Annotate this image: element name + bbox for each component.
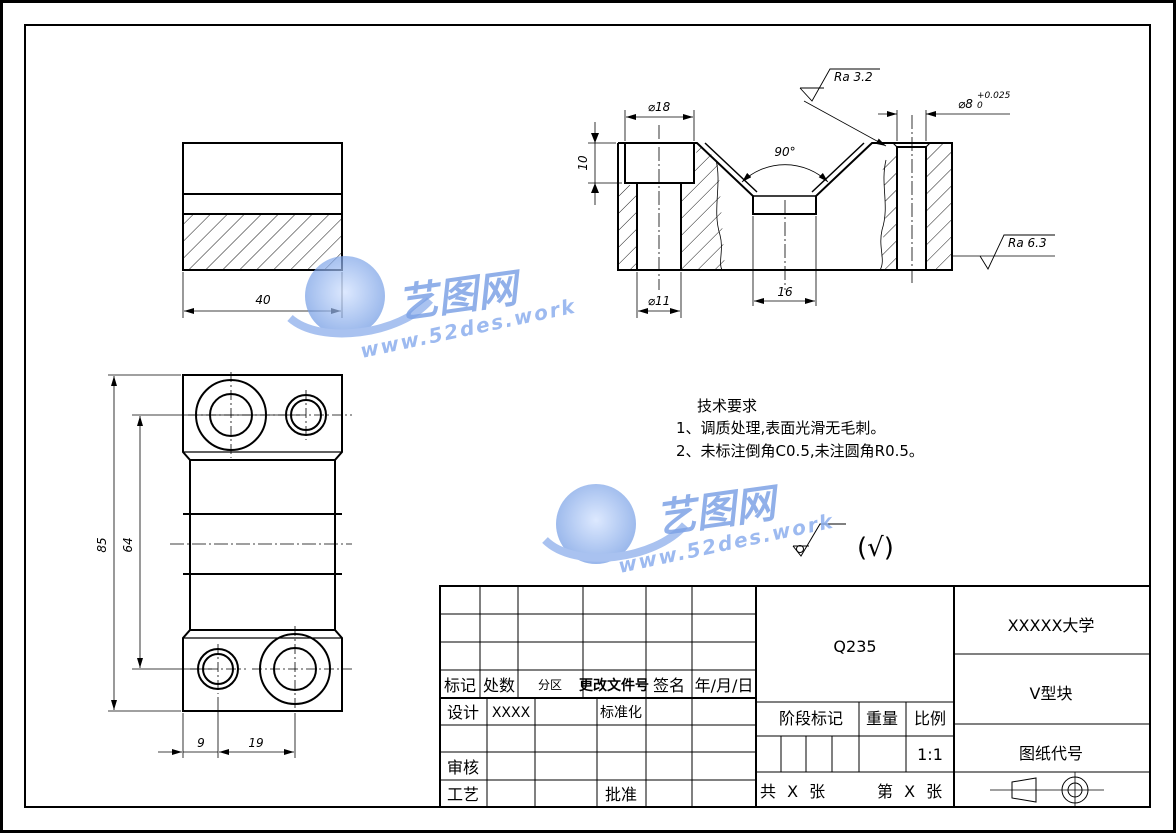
dim-hole8-text: ⌀8 [958,97,973,111]
tech-req-line1: 1、调质处理,表面光滑无毛刺。 [676,419,885,437]
tb-col-count: 处数 [483,676,515,695]
dim-64-text: 64 [121,537,135,552]
dim-slot16-text: 16 [777,285,793,299]
tb-school: XXXXX大学 [1008,616,1095,635]
dim-9-text: 9 [197,736,205,750]
roughness-ra32: Ra 3.2 [834,70,873,84]
dim-angle-text: 90° [774,145,795,159]
tb-part-name: V型块 [1030,684,1073,703]
tb-col-zone: 分区 [538,678,562,692]
title-block [439,585,1151,808]
roughness-other-icon [792,523,846,557]
watermark-logo-icon [287,256,689,564]
tb-drawing-no: 图纸代号 [1019,744,1083,763]
tb-standardize: 标准化 [600,705,642,721]
tb-review: 审核 [447,758,479,777]
dim-19-text: 19 [248,736,263,750]
tech-req-title: 技术要求 [697,397,757,415]
side-view-hatch [183,214,342,270]
projection-symbol-icon [990,772,1104,807]
tb-process: 工艺 [447,785,479,804]
front-view [588,68,1055,318]
tb-scale-value: 1:1 [917,745,943,764]
side-view-outline [182,142,343,271]
tb-designer: XXXX [492,705,531,721]
tb-total: 共 X 张 [760,782,828,801]
tb-col-mark: 标记 [444,676,476,695]
tb-material: Q235 [833,637,876,656]
dim-hole18-text: ⌀18 [648,100,671,114]
tb-weight: 重量 [866,709,898,728]
dim-85-text: 85 [95,537,109,552]
tb-scale-label: 比例 [914,709,946,728]
tb-design: 设计 [447,703,479,722]
tb-col-sign: 签名 [653,676,685,695]
tech-req-line2: 2、未标注倒角C0.5,未注圆角R0.5。 [676,442,924,460]
tb-stage-mark: 阶段标记 [779,709,843,728]
tb-col-change-doc: 更改文件号 [579,677,649,694]
dim-depth10-text: 10 [576,155,590,171]
tb-col-date: 年/月/日 [695,676,754,695]
tb-sheet-no: 第 X 张 [877,782,945,801]
dim-hole8-tol-lower: 0 [977,101,983,111]
top-view [108,372,352,758]
tb-approve: 批准 [605,785,637,804]
dim-40-text: 40 [255,293,271,307]
side-view [182,142,343,318]
dim-hole8-tol-upper: +0.025 [977,91,1011,101]
dim-hole11-text: ⌀11 [648,294,671,308]
roughness-ra63: Ra 6.3 [1008,236,1047,250]
roughness-other-text: (√) [857,533,894,563]
